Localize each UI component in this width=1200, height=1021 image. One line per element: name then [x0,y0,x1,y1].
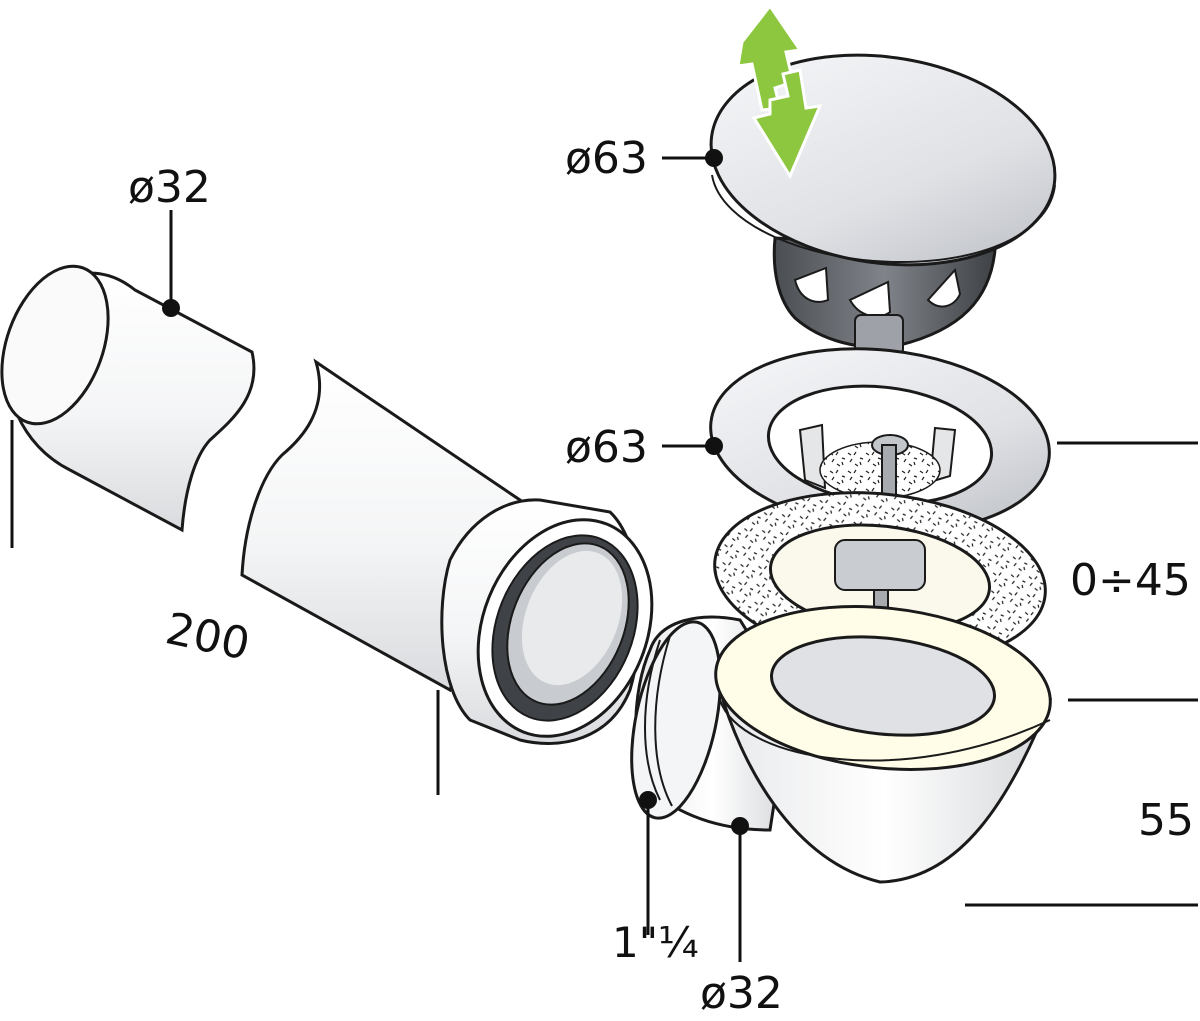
pipe-diameter-label: ø32 [128,162,211,213]
cap-diameter-label: ø63 [565,133,648,184]
chrome-flange [709,347,1051,566]
pipe-segment-left [0,264,256,533]
thread-size-dot [639,791,657,809]
adjust-range-label: 0÷45 [1070,555,1191,606]
flange-diameter-dot [705,437,723,455]
pipe-length-label: 200 [161,603,254,670]
fiber-gasket [713,491,1047,686]
body-height-label: 55 [1138,795,1194,846]
waste-body [630,605,1053,884]
outlet-diameter-dot [731,817,749,835]
pipe-diameter-dot [162,299,180,317]
flange-diameter-label: ø63 [565,422,648,473]
up-down-arrow-icon [736,3,823,180]
thread-size-label: 1"¼ [612,918,699,967]
popup-cap [709,53,1057,356]
pipe-socket [440,498,654,745]
outlet-diameter-label: ø32 [700,968,783,1019]
cap-diameter-dot [705,149,723,167]
